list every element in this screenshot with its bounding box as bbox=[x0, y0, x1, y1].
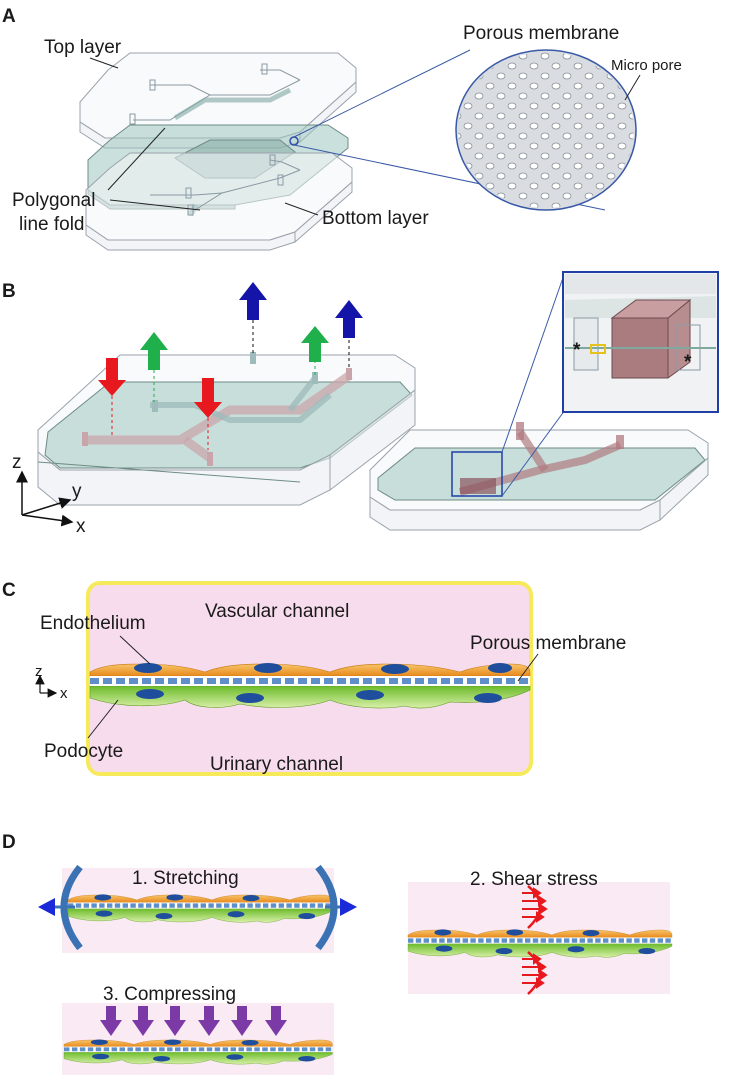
stretch-arrow-left bbox=[38, 898, 55, 916]
axis-x-label-b: x bbox=[76, 516, 86, 537]
inflow-arrow-2 bbox=[194, 378, 222, 418]
asterisk-left: * bbox=[573, 340, 581, 361]
inflow-arrow-1 bbox=[98, 358, 126, 396]
porous-membrane-label-a: Porous membrane bbox=[463, 23, 619, 44]
vascular-channel-label: Vascular channel bbox=[205, 601, 349, 622]
outflow-arrow-2 bbox=[335, 300, 363, 338]
line-fold-label: line fold bbox=[19, 214, 85, 235]
axis-b: z y x bbox=[12, 452, 86, 537]
outflow-arrow-1 bbox=[239, 282, 267, 320]
green-arrow-2 bbox=[301, 326, 329, 362]
green-arrow-1 bbox=[140, 332, 168, 370]
axis-z-label-b: z bbox=[12, 452, 22, 473]
stretching-label: 1. Stretching bbox=[132, 868, 239, 889]
axis-y-label-b: y bbox=[72, 481, 82, 502]
panel-c: C Vascular channel Endothelium Porous me… bbox=[2, 580, 626, 776]
zoom-inset: * * bbox=[562, 271, 719, 413]
urinary-channel-label: Urinary channel bbox=[210, 754, 343, 775]
panel-letter-d: D bbox=[2, 832, 16, 853]
bottom-layer-slab bbox=[85, 152, 353, 251]
panel-letter-c: C bbox=[2, 580, 16, 601]
cell-layers bbox=[89, 663, 531, 709]
panel-letter-b: B bbox=[2, 281, 16, 302]
shear-stress-panel: 2. Shear stress bbox=[407, 869, 673, 995]
axis-c: z x bbox=[35, 663, 68, 702]
compressing-panel: 3. Compressing bbox=[62, 984, 334, 1075]
asterisk-right: * bbox=[684, 352, 692, 373]
polygonal-label: Polygonal bbox=[12, 190, 95, 211]
compressing-label: 3. Compressing bbox=[103, 984, 236, 1005]
micro-pore-label: Micro pore bbox=[611, 57, 682, 74]
device-left bbox=[37, 352, 416, 506]
bottom-layer-label: Bottom layer bbox=[322, 208, 429, 229]
shear-stress-label: 2. Shear stress bbox=[470, 869, 598, 890]
panel-d: D 1. Stretching bbox=[2, 832, 673, 1075]
panel-b: B bbox=[2, 271, 719, 537]
stretch-arrow-right bbox=[340, 898, 357, 916]
top-layer-label: Top layer bbox=[44, 37, 122, 58]
panel-a: A bbox=[2, 6, 682, 251]
axis-z-label-c: z bbox=[35, 663, 43, 680]
device-right bbox=[369, 422, 709, 531]
stretching-panel: 1. Stretching bbox=[38, 864, 357, 953]
flow-arrows bbox=[98, 282, 363, 450]
zoom-box bbox=[451, 451, 503, 497]
axis-x-label-c: x bbox=[60, 685, 68, 702]
porous-membrane-label-c: Porous membrane bbox=[470, 633, 626, 654]
podocyte-label: Podocyte bbox=[44, 741, 123, 762]
panel-letter-a: A bbox=[2, 6, 16, 27]
endothelium-label: Endothelium bbox=[40, 613, 146, 634]
